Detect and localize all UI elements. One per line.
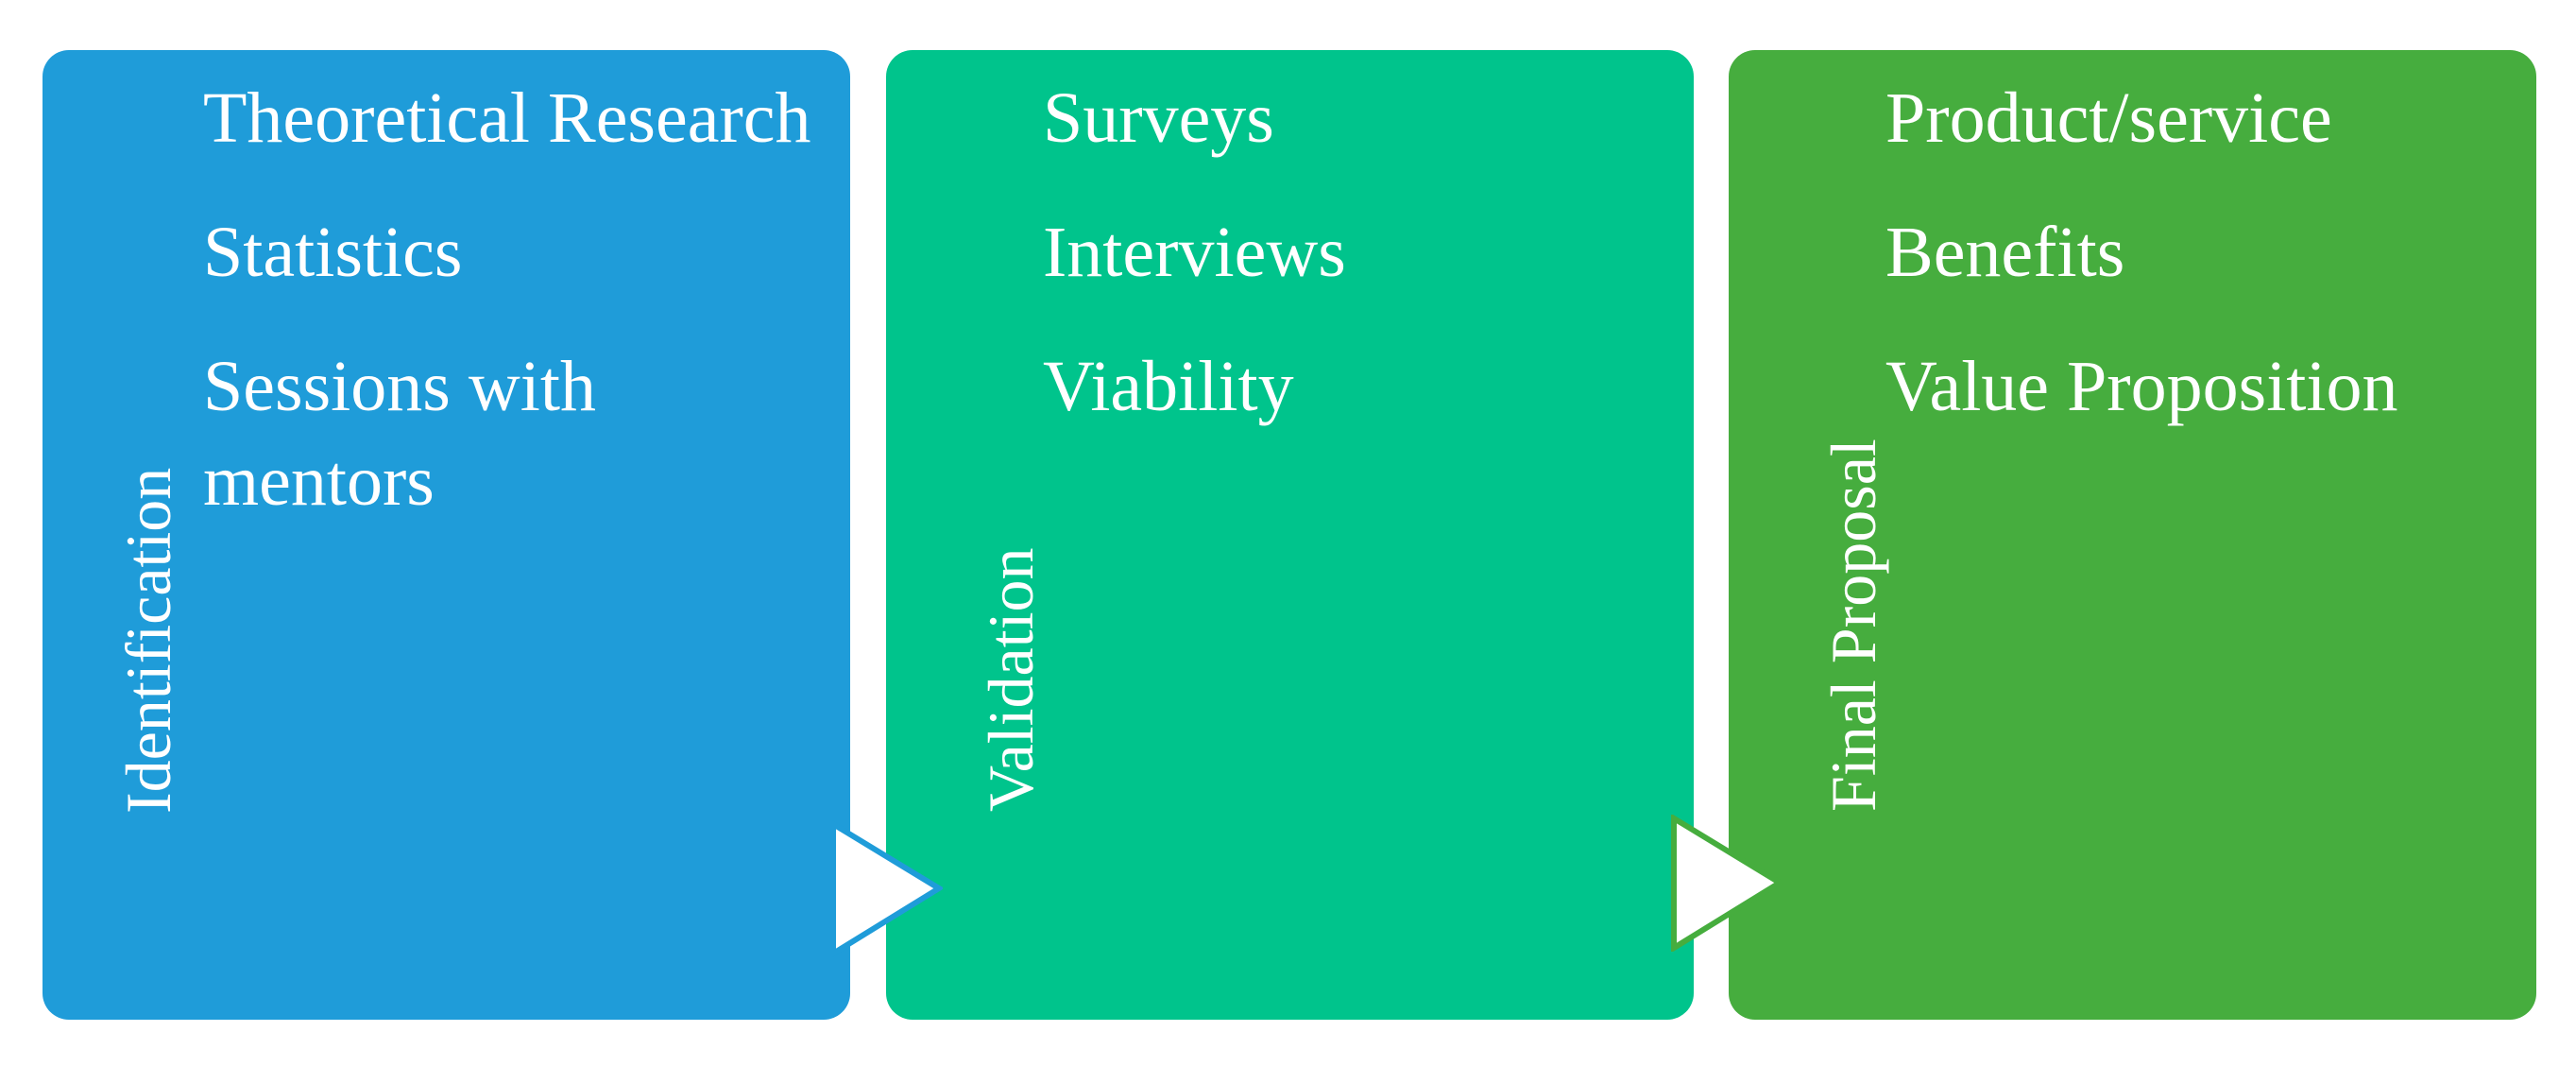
stage-item: Benefits (1885, 213, 2125, 292)
stage-item: Viability (1043, 347, 1294, 426)
arrow-right-icon (1671, 815, 1783, 952)
stage-item: Surveys (1043, 78, 1274, 158)
stage-item-list: Product/service Benefits Value Propositi… (1885, 71, 2517, 473)
arrow-right-shape (1671, 815, 1783, 952)
stage-identification: Identification Theoretical Research Stat… (43, 50, 850, 1020)
stage-title: Final Proposal (1817, 438, 1889, 812)
stage-final-proposal: Final Proposal Product/service Benefits … (1729, 50, 2536, 1020)
stage-item: Theoretical Research (203, 78, 811, 158)
stage-title: Identification (112, 467, 184, 814)
stage-item: Statistics (203, 213, 463, 292)
stage-item-list: Theoretical Research Statistics Sessions… (203, 71, 831, 568)
arrow-right-icon (830, 820, 943, 957)
stage-validation: Validation Surveys Interviews Viability (886, 50, 1694, 1020)
stage-item: Value Proposition (1885, 347, 2398, 426)
stage-title: Validation (975, 547, 1047, 812)
arrow-right-shape (830, 820, 943, 957)
stage-item: Product/service (1885, 78, 2332, 158)
stage-item: Sessions with mentors (203, 347, 596, 521)
stage-item: Interviews (1043, 213, 1346, 292)
stage-item-list: Surveys Interviews Viability (1043, 71, 1675, 473)
